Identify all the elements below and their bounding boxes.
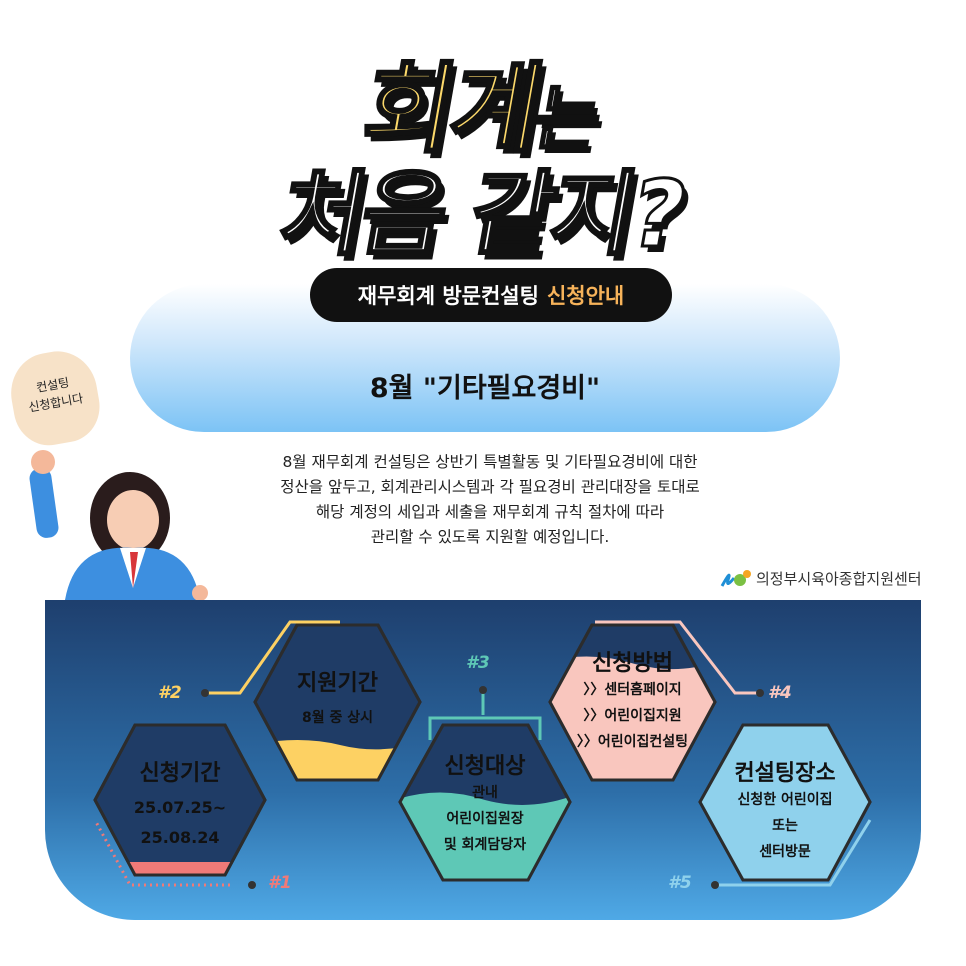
step4-line[interactable]: 〉〉센터홈페이지 xyxy=(583,682,682,698)
step2-card: 지원기간 8월 중 상시 xyxy=(255,665,420,731)
step4-line: 〉〉어린이집지원 xyxy=(583,708,682,724)
step3-card: 신청대상 관내 어린이집원장 및 회계담당자 xyxy=(400,748,570,858)
step1-fill xyxy=(95,862,265,875)
step2-title: 지원기간 xyxy=(297,671,378,696)
step4-number: #4 xyxy=(768,683,792,703)
step5-line: 또는 xyxy=(772,818,798,834)
step3-line: 및 회계담당자 xyxy=(443,837,527,853)
step2-line: 8월 중 상시 xyxy=(301,710,373,726)
step4-fill xyxy=(550,656,715,780)
step2-number: #2 xyxy=(158,683,182,703)
announcement-pill: 재무회계 방문컨설팅 신청안내 xyxy=(310,268,672,322)
step4-line: 〉〉어린이집컨설팅 xyxy=(576,734,689,750)
step5-line: 센터방문 xyxy=(759,844,811,860)
description-line: 정산을 앞두고, 회계관리시스템과 각 필요경비 관리대장을 토대로 xyxy=(280,478,700,496)
announcement-label: 재무회계 방문컨설팅 xyxy=(357,284,539,308)
step1-card: 신청기간 25.07.25~ 25.08.24 xyxy=(95,755,265,853)
step3-number: #3 xyxy=(466,653,490,673)
step1-line: 25.08.24 xyxy=(140,828,220,847)
step4-connector xyxy=(595,620,760,695)
step1-title: 신청기간 xyxy=(139,761,221,786)
consultant-illustration xyxy=(29,450,208,600)
description-line: 관리할 수 있도록 지원할 예정입니다. xyxy=(370,528,610,546)
step3-line: 관내 xyxy=(472,785,498,801)
step5-line: 신청한 어린이집 xyxy=(737,792,833,808)
step1-number: #1 xyxy=(268,873,292,893)
step2-fill xyxy=(255,740,420,780)
announcement-accent: 신청안내 xyxy=(546,284,625,308)
step4-card: 신청방법 〉〉센터홈페이지 〉〉어린이집지원 〉〉어린이집컨설팅 xyxy=(550,645,715,755)
subtitle: 8월 "기타필요경비" xyxy=(369,373,601,404)
step3-connector xyxy=(428,690,542,740)
description-line: 해당 계정의 세입과 세출을 재무회계 규칙 절차에 따라 xyxy=(315,503,665,521)
step1-line: 25.07.25~ xyxy=(133,798,227,817)
description-line: 8월 재무회계 컨설팅은 상반기 특별활동 및 기타필요경비에 대한 xyxy=(282,453,698,471)
step4-title: 신청방법 xyxy=(592,651,673,676)
step3-fill xyxy=(400,792,570,880)
step3-line: 어린이집원장 xyxy=(446,811,524,827)
step5-title: 컨설팅장소 xyxy=(734,761,836,786)
org-name: 의정부시육아종합지원센터 xyxy=(756,569,922,588)
step5-number: #5 xyxy=(668,873,692,893)
org-logo: 의정부시육아종합지원센터 xyxy=(718,566,922,590)
step5-card: 컨설팅장소 신청한 어린이집 또는 센터방문 xyxy=(700,755,870,865)
description: 8월 재무회계 컨설팅은 상반기 특별활동 및 기타필요경비에 대한 정산을 앞… xyxy=(200,450,780,550)
step5-connector xyxy=(715,819,872,887)
step3-title: 신청대상 xyxy=(444,754,526,779)
step2-connector xyxy=(205,620,340,695)
org-logo-icon xyxy=(720,570,751,587)
